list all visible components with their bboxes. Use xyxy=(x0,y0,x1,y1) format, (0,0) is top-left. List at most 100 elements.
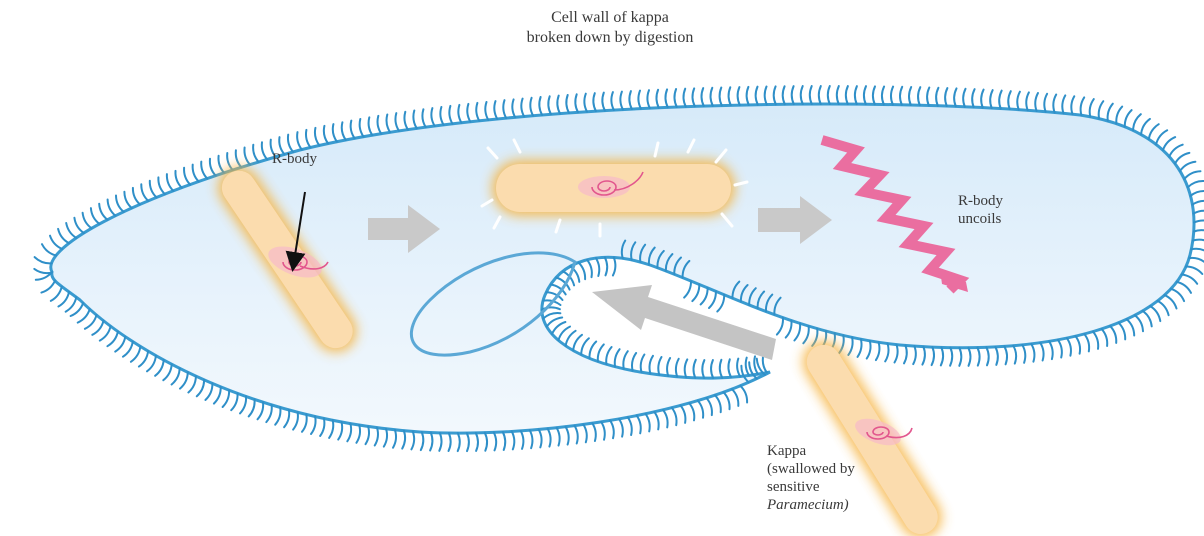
cilium xyxy=(1180,162,1195,171)
cilium xyxy=(1192,201,1204,205)
cilium xyxy=(512,432,515,450)
cilium xyxy=(1177,282,1191,293)
cilium xyxy=(210,159,216,176)
cilium xyxy=(819,86,821,104)
cilium xyxy=(592,423,596,441)
cilium xyxy=(867,341,871,359)
cilium xyxy=(521,99,524,117)
cilium xyxy=(950,348,952,366)
cilium xyxy=(698,401,703,418)
cilium xyxy=(1102,329,1108,346)
cilium xyxy=(439,433,441,451)
cilium xyxy=(42,244,56,255)
label-kappa-line-3: sensitive xyxy=(767,478,927,496)
cilium xyxy=(977,348,979,366)
cilium xyxy=(172,368,180,384)
cilium xyxy=(783,86,785,104)
cilium xyxy=(107,332,118,347)
cilium xyxy=(476,433,478,451)
cilium xyxy=(641,355,645,373)
cilium xyxy=(663,410,668,428)
cilium xyxy=(41,281,55,293)
cilium xyxy=(968,348,970,366)
cilium xyxy=(656,90,658,108)
cilium xyxy=(223,390,230,407)
cilium xyxy=(218,156,224,173)
cilium xyxy=(959,348,961,366)
cilium xyxy=(266,405,271,422)
cilium xyxy=(589,342,596,359)
cilium xyxy=(66,223,76,238)
cilium xyxy=(794,323,800,340)
cilium xyxy=(1084,334,1089,351)
cilium xyxy=(932,347,934,365)
caption-line-1: Cell wall of kappa xyxy=(470,8,750,28)
cilium xyxy=(692,88,694,106)
cilium xyxy=(711,88,713,106)
cilium xyxy=(74,218,84,233)
cilium xyxy=(855,86,857,104)
cilium xyxy=(596,258,599,276)
cilium xyxy=(729,87,731,105)
cilium xyxy=(306,130,311,148)
cilium xyxy=(131,347,141,362)
cilium xyxy=(351,121,355,139)
cilium xyxy=(581,338,589,354)
cilium xyxy=(647,90,650,108)
cilium xyxy=(922,347,925,365)
label-kappa-line-4: Paramecium) xyxy=(767,496,927,514)
cilium xyxy=(557,96,560,114)
cilium xyxy=(413,111,416,129)
cilium xyxy=(1158,301,1169,315)
cilium xyxy=(458,105,461,123)
paramecium-cell-body xyxy=(51,104,1194,433)
cilium xyxy=(347,424,351,442)
cilium xyxy=(692,284,699,301)
cilium xyxy=(683,89,685,107)
cilium xyxy=(918,87,920,105)
cilium xyxy=(803,326,808,343)
cilium xyxy=(646,414,650,432)
cilium xyxy=(702,360,704,378)
cilium xyxy=(701,88,703,106)
cilium xyxy=(1049,341,1053,359)
cilium xyxy=(421,432,424,450)
cilium xyxy=(747,87,749,105)
cilium xyxy=(356,425,360,443)
cilium xyxy=(92,321,103,335)
cilium xyxy=(1193,240,1204,243)
cilium xyxy=(709,291,716,308)
label-kappa-line-1: Kappa xyxy=(767,442,927,460)
cilium xyxy=(846,86,848,104)
cilium xyxy=(449,106,452,124)
cilium xyxy=(579,263,586,280)
cilium xyxy=(557,428,560,446)
cilium xyxy=(1149,124,1159,139)
cilium xyxy=(236,150,242,167)
cilium xyxy=(205,383,212,400)
cilium xyxy=(637,416,641,434)
cilium xyxy=(605,257,607,275)
cilium xyxy=(1194,230,1204,233)
cilium xyxy=(293,412,298,429)
cilium xyxy=(458,433,460,451)
cilium xyxy=(184,168,190,185)
cilium xyxy=(777,318,783,335)
cilium xyxy=(320,418,324,436)
cilium xyxy=(1040,343,1043,361)
cilium xyxy=(717,295,724,312)
cilium xyxy=(338,422,342,440)
cilium xyxy=(972,89,974,107)
label-kappa-line-2: (swallowed by xyxy=(767,460,927,478)
cilium xyxy=(715,395,721,412)
cilium xyxy=(941,348,943,366)
cilium xyxy=(606,347,611,364)
cilium xyxy=(1191,191,1204,196)
cilium xyxy=(667,358,670,376)
cilium xyxy=(732,389,738,406)
cilium xyxy=(774,86,776,104)
cilium xyxy=(485,102,488,120)
cilium xyxy=(124,192,131,208)
cilium xyxy=(167,174,173,191)
